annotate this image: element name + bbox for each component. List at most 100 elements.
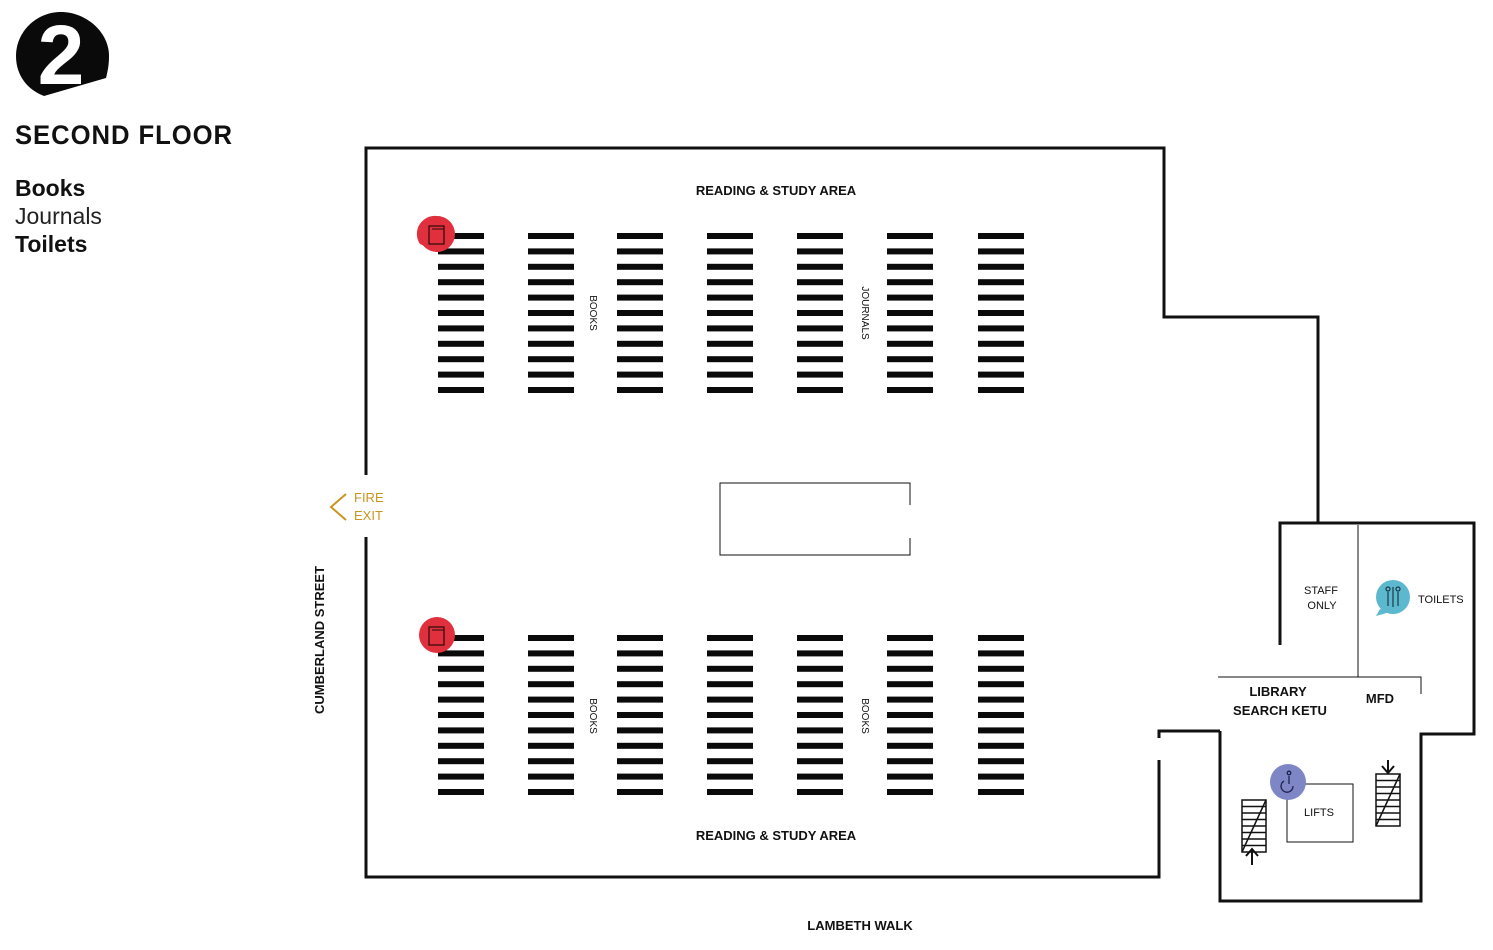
top-shelf [978,371,1024,378]
top-shelf [707,356,753,363]
floor-number: 2 [38,10,85,100]
bottom-shelf [707,650,753,657]
bottom-shelf [797,681,843,688]
top-shelf [797,387,843,393]
top-shelf [707,325,753,332]
top-shelf [528,263,574,270]
top-shelf [438,279,484,286]
bottom-shelf [528,650,574,657]
top-shelf [617,325,663,332]
bottom-shelf [978,742,1024,749]
wheelchair-icon [1280,770,1294,793]
bottom-shelf [707,773,753,780]
top-shelf [797,294,843,301]
top-shelf [617,279,663,286]
bottom-shelf [438,696,484,703]
staff-only-line2: ONLY [1307,600,1337,612]
bottom-shelf [797,696,843,703]
bottom-shelf [978,665,1024,672]
books-marker-top[interactable] [416,215,455,253]
top-shelf [617,233,663,239]
book-icon [428,225,445,245]
bottom-shelf [978,773,1024,780]
bottom-shelf [528,773,574,780]
top-shelf [797,263,843,270]
top-shelf [438,387,484,393]
bottom-shelf [438,789,484,795]
bottom-shelf [978,635,1024,641]
top-shelf [797,233,843,239]
top-shelf [617,263,663,270]
top-shelf [528,325,574,332]
bottom-shelf [978,727,1024,734]
bottom-shelf [797,742,843,749]
bottom-shelf [438,665,484,672]
bottom-shelf [978,712,1024,718]
bottom-shelf [438,727,484,734]
accessible-marker[interactable] [1270,764,1306,800]
bottom-shelf [887,635,933,641]
top-shelf [797,248,843,255]
bottom-shelf [887,742,933,749]
bottom-shelf [528,681,574,688]
toilets-label: TOILETS [1418,594,1464,606]
fire-exit-arrow-icon [329,493,347,521]
mfd-label: MFD [1366,691,1394,706]
bottom-shelf [617,696,663,703]
bottom-shelf [617,681,663,688]
top-shelf [887,233,933,239]
bottom-shelf [797,712,843,718]
bottom-shelf [617,650,663,657]
bottom-shelf [887,727,933,734]
library-search-line1: LIBRARY [1249,684,1307,699]
top-shelf [978,248,1024,255]
bottom-shelf [528,696,574,703]
bottom-shelf [978,789,1024,795]
top-shelf [617,340,663,347]
lifts-box [1286,783,1354,843]
floor-title: SECOND FLOOR [15,120,234,150]
shelf-label-books-bottom-left: BOOKS [587,698,598,734]
top-shelf [707,248,753,255]
bottom-shelf [887,665,933,672]
bottom-shelf [528,665,574,672]
top-shelf [887,263,933,270]
legend: Books Journals Toilets [15,174,102,258]
top-shelf [617,248,663,255]
legend-item-journals: Journals [15,203,102,229]
fire-exit-label-line2: EXIT [354,508,383,523]
top-shelf [978,233,1024,239]
bottom-shelf [617,742,663,749]
top-shelf [528,356,574,363]
bottom-shelf [707,758,753,765]
reading-area-top-label: READING & STUDY AREA [696,183,857,198]
bottom-shelf [978,758,1024,765]
books-marker-bottom[interactable] [419,617,455,653]
bottom-shelf [887,773,933,780]
bottom-shelf [797,635,843,641]
top-shelf [438,371,484,378]
bottom-shelf [528,758,574,765]
bottom-shelf [707,696,753,703]
bottom-shelf [528,742,574,749]
top-shelf [887,340,933,347]
top-shelf [617,294,663,301]
bottom-shelf [617,635,663,641]
bottom-shelf [528,727,574,734]
bottom-shelf [978,650,1024,657]
top-shelf [528,310,574,316]
top-shelf [887,325,933,332]
top-shelf [887,279,933,286]
toilets-marker[interactable] [1376,580,1410,616]
top-shelf [707,279,753,286]
top-shelf [438,340,484,347]
top-shelf [528,248,574,255]
street-label-west: CUMBERLAND STREET [312,566,327,714]
bottom-shelf [528,635,574,641]
bottom-shelf [438,742,484,749]
stairs-left [1241,799,1267,865]
top-shelf [887,294,933,301]
bottom-shelf [887,712,933,718]
top-shelf [797,371,843,378]
